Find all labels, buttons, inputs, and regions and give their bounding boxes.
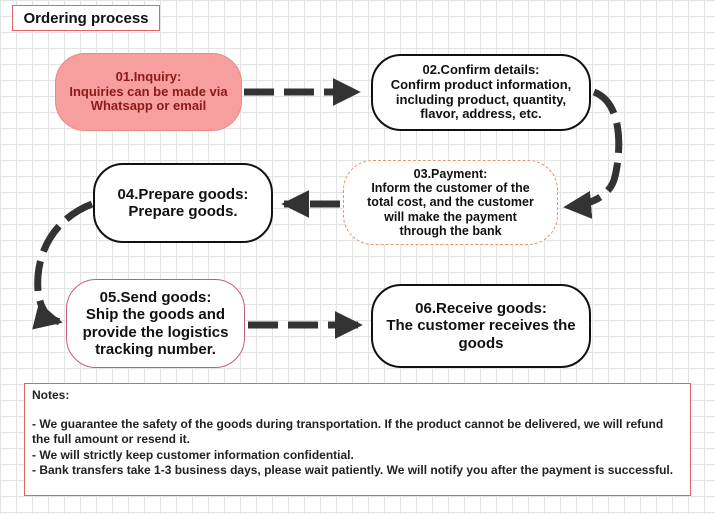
diagram-title: Ordering process xyxy=(12,5,160,31)
note-item: - We guarantee the safety of the goods d… xyxy=(32,417,664,447)
step-body: Ship the goods and provide the logistics… xyxy=(82,306,229,358)
step-01-inquiry: 01.Inquiry: Inquiries can be made via Wh… xyxy=(55,53,242,131)
step-title: 05.Send goods: xyxy=(99,289,212,306)
step-title: 04.Prepare goods: xyxy=(117,185,249,203)
step-title: 03.Payment: xyxy=(413,166,488,181)
step-title: 01.Inquiry: xyxy=(115,68,182,84)
step-06-receive-goods: 06.Receive goods: The customer receives … xyxy=(371,284,591,368)
step-body: Inquiries can be made via Whatsapp or em… xyxy=(69,83,228,114)
step-body: The customer receives the goods xyxy=(386,317,576,352)
step-03-payment: 03.Payment: Inform the customer of the t… xyxy=(343,160,558,245)
step-body: Prepare goods. xyxy=(128,203,238,220)
step-title: 06.Receive goods: xyxy=(415,300,547,318)
notes-title: Notes: xyxy=(32,388,70,402)
arrow-2-to-3 xyxy=(563,88,623,219)
note-item: - Bank transfers take 1-3 business days,… xyxy=(32,462,674,477)
step-04-prepare-goods: 04.Prepare goods: Prepare goods. xyxy=(93,163,273,243)
arrow-4-to-5 xyxy=(32,200,94,330)
step-02-confirm-details: 02.Confirm details: Confirm product info… xyxy=(371,54,591,131)
note-item: - We will strictly keep customer informa… xyxy=(32,447,354,462)
step-05-send-goods: 05.Send goods: Ship the goods and provid… xyxy=(66,279,245,368)
notes-box: Notes: - We guarantee the safety of the … xyxy=(24,383,691,496)
step-body: Inform the customer of the total cost, a… xyxy=(367,180,534,239)
step-title: 02.Confirm details: xyxy=(422,61,540,77)
step-body: Confirm product information, including p… xyxy=(390,76,572,122)
